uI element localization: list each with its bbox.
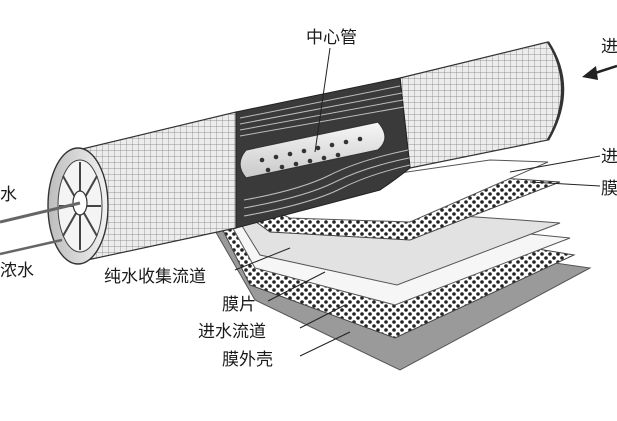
- feed-arrow-icon: [582, 64, 617, 80]
- cylinder-body-right: [399, 41, 562, 169]
- label-membrane-shell: 膜外壳: [222, 350, 273, 370]
- center-tube: [239, 121, 386, 179]
- concentrate-outlet-pipe: [0, 238, 63, 256]
- leader-lines: [234, 47, 601, 357]
- label-feed-right: 进: [601, 147, 617, 167]
- label-permeate-channel: 纯水收集流道: [104, 267, 206, 287]
- right-end-cap: [546, 41, 565, 141]
- label-concentrate-water: 浓水: [0, 261, 34, 281]
- permeate-outlet-pipe: [0, 201, 81, 224]
- label-membrane-sheet: 膜片: [222, 295, 256, 315]
- label-permeate-water: 水: [0, 185, 17, 205]
- label-feed-in-top: 进: [601, 37, 617, 57]
- label-membrane-right: 膜: [601, 179, 617, 199]
- center-tube-holes: [259, 136, 363, 173]
- label-feed-channel: 进水流道: [198, 322, 266, 342]
- label-center-tube: 中心管: [306, 28, 357, 48]
- wound-layer-stripes: [239, 85, 411, 217]
